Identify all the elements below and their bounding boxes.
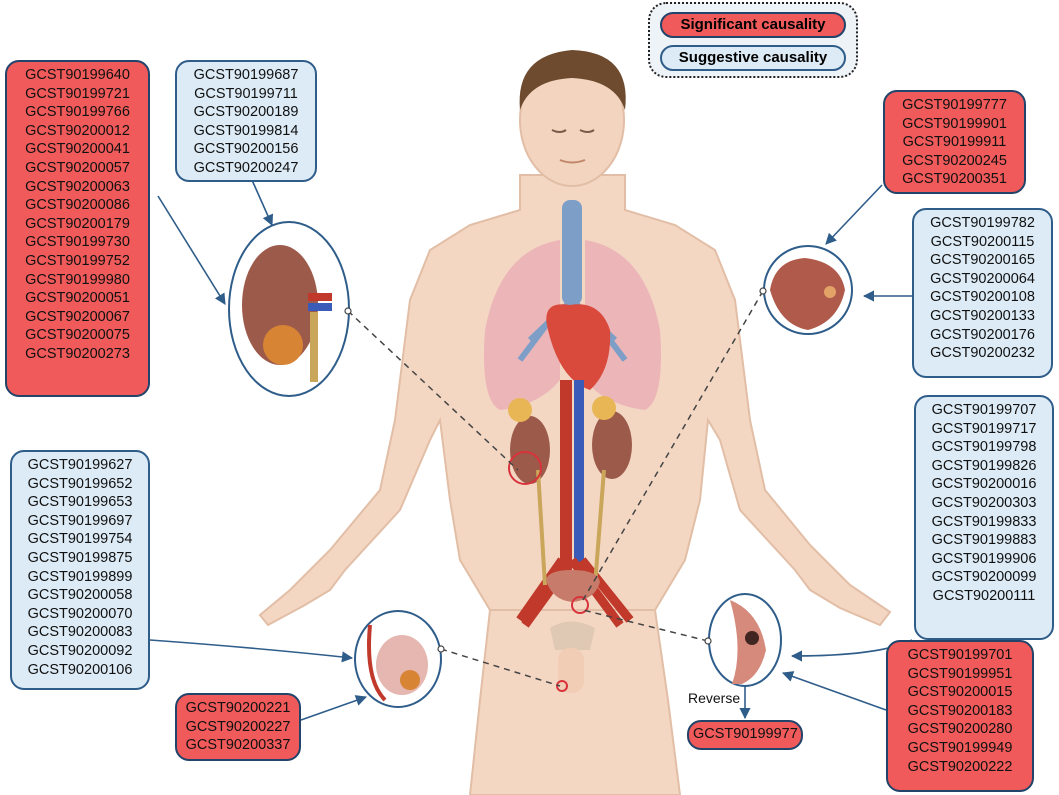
testis-sug-id: GCST90199652 [27,475,133,492]
prostate-significant-box: GCST90199701 GCST90199951 GCST90200015 G… [886,640,1034,792]
kidney-significant-box: GCST90199640 GCST90199721 GCST90199766 G… [5,60,150,397]
bladder-inset [763,245,853,335]
hair [519,50,626,110]
bladder-sug-id: GCST90199782 [930,215,1035,231]
kidney-suggestive-box: GCST90199687 GCST90199711 GCST90200189 G… [175,60,317,182]
testis-sig-id: GCST90200227 [185,718,291,735]
prostate-sug-id: GCST90200016 [931,476,1037,493]
bladder-sig-id: GCST90199911 [902,134,1007,151]
aorta [560,380,572,570]
kidney-sig-id: GCST90200063 [25,178,130,195]
vena-cava [574,380,584,570]
bladder-sug-id: GCST90200165 [930,252,1035,269]
bladder-significant-box: GCST90199777 GCST90199901 GCST90199911 G… [883,90,1026,194]
prostate-sug-id: GCST90199798 [931,439,1037,456]
bladder-sug-id: GCST90200064 [930,270,1035,287]
kidney-sug-id: GCST90200247 [193,159,299,176]
testis-sug-id: GCST90200070 [27,605,133,622]
kidney-sig-id: GCST90200075 [25,327,130,344]
prostate-sug-id: GCST90199717 [931,420,1037,437]
testis-sig-id: GCST90200337 [185,737,291,754]
kidney-sig-id: GCST90199980 [25,271,130,288]
prostate-sug-id: GCST90199707 [931,402,1037,418]
prostate-sig-id: GCST90200015 [907,684,1013,701]
prostate-sug-id: GCST90200303 [931,494,1037,511]
prostate-suggestive-box: GCST90199707 GCST90199717 GCST90199798 G… [914,395,1054,640]
lower-body [468,609,682,795]
prostate-sig-id: GCST90200280 [907,721,1013,738]
testis-significant-box: GCST90200221 GCST90200227 GCST90200337 [175,693,301,761]
testis-sug-id: GCST90200092 [27,642,133,659]
kidneys-in-body [508,396,632,586]
bladder-sug-id: GCST90200108 [930,289,1035,306]
prostate-sug-id: GCST90199833 [931,513,1037,530]
testis-suggestive-box: GCST90199627 GCST90199652 GCST90199653 G… [10,450,150,690]
prostate-sig-id: GCST90200222 [907,758,1013,775]
kidney-sug-id: GCST90200189 [193,104,299,121]
kidney-sug-id: GCST90199687 [193,67,299,83]
kidney-sig-id: GCST90199766 [25,104,130,121]
bladder-suggestive-box: GCST90199782 GCST90200115 GCST90200165 G… [912,208,1053,378]
kidney-sug-id: GCST90199711 [194,85,298,102]
dashed-connectors [347,290,764,687]
reverse-label: Reverse [688,690,741,706]
bladder-sug-id: GCST90200115 [930,233,1035,250]
prostate-sig-id: GCST90199701 [907,647,1013,663]
prostate-sig-id: GCST90199949 [907,739,1013,756]
kidney-sig-id: GCST90200041 [25,141,130,158]
bladder-sig-id: GCST90200351 [902,171,1007,188]
bladder-sig-id: GCST90199777 [902,97,1007,113]
prostate-sug-id: GCST90199883 [931,532,1037,549]
kidney-sug-id: GCST90199814 [193,122,299,139]
testis-sug-id: GCST90199754 [27,531,133,548]
testis-sug-id: GCST90199697 [27,512,133,529]
bladder-in-body [546,570,600,602]
kidney-sig-id: GCST90200067 [25,308,130,325]
kidney-sig-id: GCST90200012 [25,122,130,139]
kidney-sig-id: GCST90200273 [25,345,130,362]
kidney-sug-id: GCST90200156 [193,141,299,158]
prostate-reverse-id: GCST90199977 [693,726,798,742]
testis-sug-id: GCST90200106 [27,661,133,678]
testis-sug-id: GCST90200058 [27,587,133,604]
kidney-inset [228,221,350,397]
legend-significant: Significant causality [660,12,846,38]
bladder-sig-id: GCST90200245 [902,152,1007,169]
kidney-sig-id: GCST90200086 [25,197,130,214]
prostate-sug-id: GCST90199826 [931,457,1037,474]
testis-sug-id: GCST90199899 [27,568,133,585]
bladder-sug-id: GCST90200232 [930,345,1035,362]
prostate-reverse-box: GCST90199977 [687,720,803,750]
kidney-sig-id: GCST90199640 [25,67,130,83]
kidney-sig-id: GCST90199721 [25,85,130,102]
prostate-sug-id: GCST90200099 [931,569,1037,586]
testis-sug-id: GCST90199627 [27,457,133,473]
kidney-sig-id: GCST90200051 [25,290,130,307]
testis-sug-id: GCST90199875 [27,549,133,566]
bladder-sug-id: GCST90200176 [930,326,1035,343]
kidney-sig-id: GCST90200179 [25,215,130,232]
prostate-inset [708,593,782,687]
prostate-sig-id: GCST90200183 [907,702,1013,719]
testis-sug-id: GCST90199653 [27,494,133,511]
prostate-sug-id: GCST90199906 [931,550,1037,567]
testis-sug-id: GCST90200083 [27,624,133,641]
kidney-sig-id: GCST90199752 [25,252,130,269]
bladder-sug-id: GCST90200133 [930,307,1035,324]
testis-inset [354,610,442,708]
prostate-sug-id: GCST90200111 [932,587,1036,604]
testis-sig-id: GCST90200221 [185,700,291,716]
kidney-sig-id: GCST90199730 [25,234,130,251]
legend-suggestive: Suggestive causality [660,45,846,71]
kidney-sig-id: GCST90200057 [25,159,130,176]
bladder-sig-id: GCST90199901 [902,115,1007,132]
prostate-sig-id: GCST90199951 [907,665,1013,682]
heart [546,304,611,390]
legend: Significant causality Suggestive causali… [648,2,858,78]
